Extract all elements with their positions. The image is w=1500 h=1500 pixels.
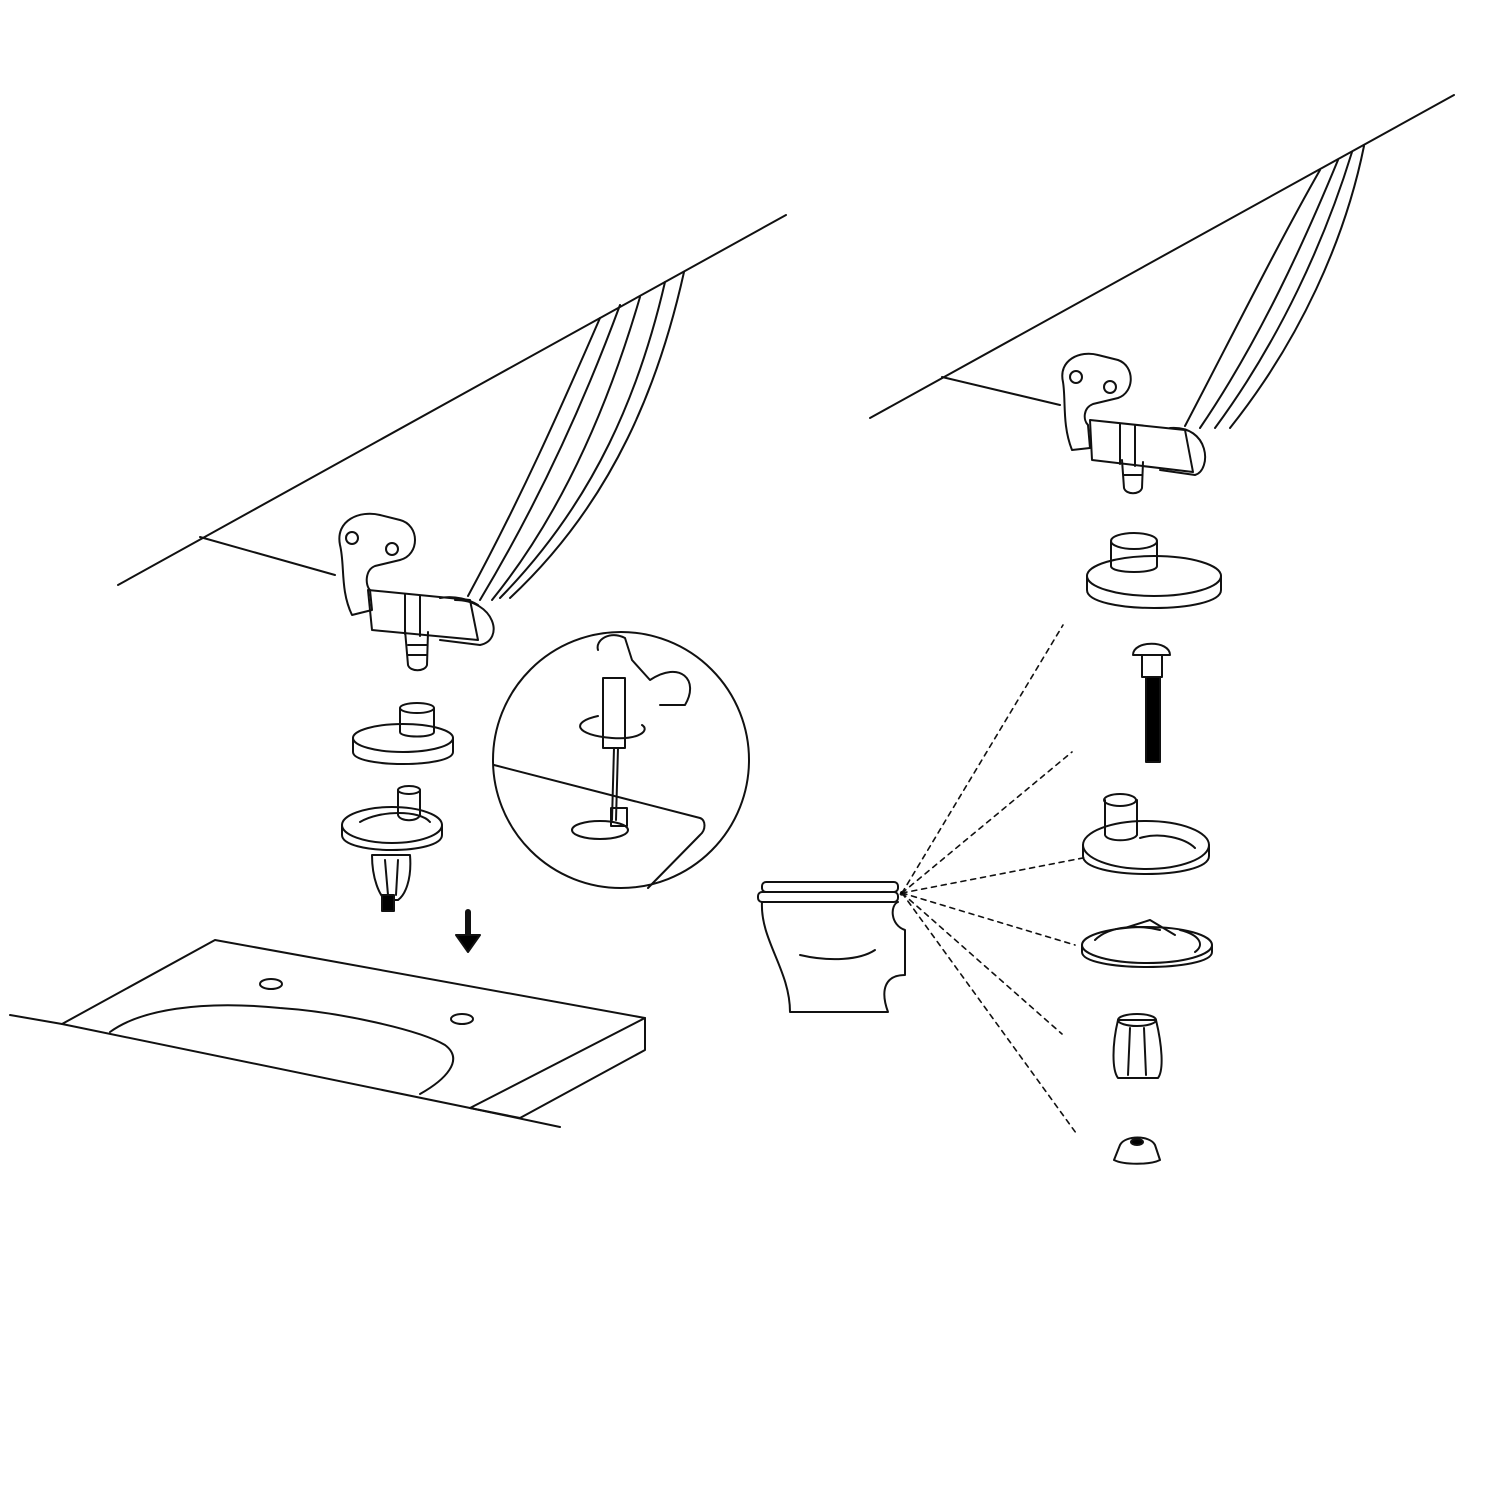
right-seat-lid-icon	[869, 94, 1455, 429]
left-detail-inset	[492, 631, 750, 889]
right-expansion-anchor-icon	[1112, 1013, 1163, 1079]
down-arrow-icon	[455, 909, 481, 953]
rotation-arrow-icon	[579, 715, 646, 740]
left-washer-cap-icon	[352, 702, 454, 765]
right-washer-cap-icon	[1086, 532, 1222, 609]
right-hinge-icon	[1061, 352, 1207, 495]
right-base-plate-icon	[1082, 793, 1210, 875]
right-nut-icon	[1113, 1136, 1161, 1165]
right-locking-plate-icon	[1081, 919, 1213, 968]
right-bolt-icon	[1132, 642, 1171, 763]
left-base-plate-icon	[341, 785, 443, 851]
left-seat-lid-icon	[117, 214, 787, 601]
right-assembly	[757, 94, 1455, 1165]
left-expansion-anchor-icon	[371, 854, 412, 912]
left-hinge-icon	[338, 512, 495, 672]
left-assembly	[9, 214, 787, 1128]
right-toilet-side-view-icon	[757, 881, 906, 1013]
right-leader-lines	[899, 624, 1089, 1134]
left-toilet-bowl-top-icon	[9, 939, 646, 1128]
